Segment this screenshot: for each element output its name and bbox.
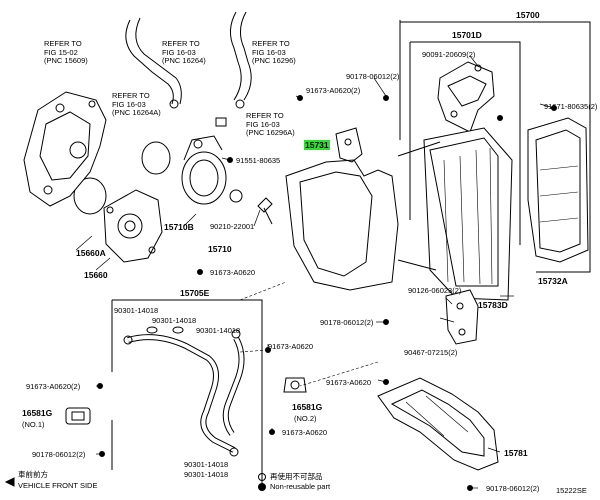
pipe-box [111, 299, 263, 490]
part-90178-06012-bot: 90178-06012(2) [486, 484, 540, 493]
part-90126-06023: 90126-06023(2) [408, 286, 462, 295]
housing-15660 [103, 189, 163, 263]
part-16581G-no1-sub: (NO.1) [22, 420, 45, 429]
bracket-15783D [445, 289, 479, 345]
coolant-pipes [123, 326, 245, 457]
part-90178-06012-top: 90178-06012(2) [346, 72, 400, 81]
guide-lines [239, 281, 379, 387]
ref-line: REFER TO [162, 39, 200, 48]
housing-left [23, 91, 107, 207]
non-reusable-jp: 再使用不可部品 [270, 472, 323, 481]
hoses-top [125, 11, 252, 109]
sensor-16581G-no1 [65, 407, 91, 425]
part-91673-A0620-low: 91673-A0620 [282, 428, 328, 437]
ref-line: REFER TO [112, 91, 150, 100]
ref-fig16-03a: REFER TO FIG 16-03 (PNC 16264) [162, 39, 206, 66]
part-91673-A0620-r: 91673-A0620 [268, 342, 314, 351]
part-90091-20609: 90091-20609(2) [422, 50, 476, 59]
part-90301-14018-b: 90301-14018 [152, 316, 197, 325]
part-90301-14018-d: 90301-14018 [184, 460, 229, 469]
part-16581G-no1: 16581G [22, 408, 53, 418]
ref-line: REFER TO [246, 111, 284, 120]
frame-15701D [409, 41, 521, 245]
ref-fig16-03d: REFER TO FIG 16-03 (PNC 16296A) [246, 111, 295, 138]
air-duct-15732A [527, 117, 589, 263]
bolt-90210 [257, 197, 273, 225]
part-91671-80635: 91671-80635(2) [544, 102, 598, 111]
bracket-15701D [437, 61, 495, 133]
leader-lines [75, 55, 555, 489]
part-91673-A0620-top: 91673-A0620(2) [306, 86, 361, 95]
ref-fig16-03b: REFER TO FIG 16-03 (PNC 16296) [252, 39, 296, 66]
ref-line: FIG 16-03 [112, 99, 146, 109]
ref-fig16-03c: REFER TO FIG 16-03 (PNC 16264A) [112, 91, 161, 118]
part-15731-highlight: 15731 [304, 140, 330, 150]
part-91673-A0620-m: 91673-A0620 [326, 378, 372, 387]
ref-line: FIG 16-03 [246, 119, 280, 129]
part-15705E: 15705E [180, 288, 210, 298]
part-15700: 15700 [516, 10, 540, 20]
part-15660A: 15660A [76, 248, 106, 258]
part-90301-14018-a: 90301-14018 [114, 306, 159, 315]
part-15781: 15781 [504, 448, 528, 458]
ref-line: FIG 15-02 [44, 47, 78, 57]
part-15732A: 15732A [538, 276, 568, 286]
ref-line: (PNC 15609) [44, 56, 88, 66]
non-reusable-icon [258, 473, 266, 481]
ref-line: (PNC 16296) [252, 56, 296, 66]
ref-line: (PNC 16296A) [246, 128, 295, 138]
gasket-rings [73, 141, 243, 215]
ref-line: FIG 16-03 [162, 47, 196, 57]
part-15710B: 15710B [164, 222, 194, 232]
part-90178-06012-mid: 90178-06012(2) [320, 318, 374, 327]
vehicle-front-arrow-icon [4, 477, 15, 487]
ref-line: REFER TO [44, 39, 82, 48]
sheet-code: 15222SE [556, 486, 587, 495]
clamp-16581G-no2 [283, 377, 307, 393]
non-reusable-label: Non-reusable part [270, 482, 331, 491]
part-16581G-no2: 16581G [292, 402, 323, 412]
part-91673-A0620-mid: 91673-A0620 [210, 268, 256, 277]
intercooler-core [423, 127, 513, 301]
frame-15700 [399, 20, 591, 273]
ref-fig15-02: REFER TO FIG 15-02 (PNC 15609) [44, 39, 88, 66]
fasteners [97, 95, 557, 491]
part-15731: 15731 [304, 140, 330, 150]
part-90210-22001: 90210-22001 [210, 222, 255, 231]
undercover-15781 [377, 377, 499, 471]
part-16581G-no2-sub: (NO.2) [294, 414, 317, 423]
vehicle-front-jp: 車前前方 [18, 470, 48, 479]
duct-15731 [285, 127, 441, 291]
footer-glyphs [4, 473, 266, 491]
part-90301-14018-c: 90301-14018 [196, 326, 241, 335]
oil-cooler-15710 [181, 117, 227, 205]
ref-line: FIG 16-03 [252, 47, 286, 57]
ref-line: (PNC 16264A) [112, 108, 161, 118]
part-91673-A0620-l: 91673-A0620(2) [26, 382, 81, 391]
part-90301-14018-e: 90301-14018 [184, 470, 229, 479]
part-15783D: 15783D [478, 300, 508, 310]
non-reusable-mark-icon [258, 483, 266, 491]
part-90178-06012-left: 90178-06012(2) [32, 450, 86, 459]
ref-line: REFER TO [252, 39, 290, 48]
vehicle-front-label: VEHICLE FRONT SIDE [18, 481, 98, 490]
part-15710: 15710 [208, 244, 232, 254]
part-90467-07215: 90467-07215(2) [404, 348, 458, 357]
ref-line: (PNC 16264) [162, 56, 206, 66]
part-15660: 15660 [84, 270, 108, 280]
part-91551-80635: 91551-80635 [236, 156, 281, 165]
part-15701D: 15701D [452, 30, 482, 40]
